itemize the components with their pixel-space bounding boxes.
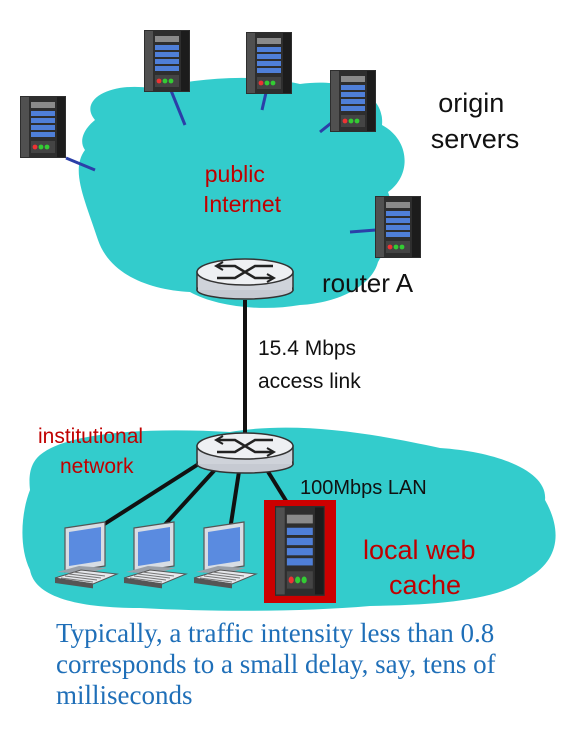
svg-text:institutional network: institutional network (38, 425, 149, 478)
public-internet-label-line2: Internet (203, 191, 282, 217)
caption-line-1: Typically, a traffic intensity less than… (56, 618, 495, 648)
origin-server-2-icon (144, 30, 190, 92)
origin-server-3-icon (246, 32, 292, 94)
svg-text:15.4 Mbps access link: 15.4 Mbps access link (258, 337, 362, 393)
institutional-network-label-line1: institutional (38, 425, 143, 448)
origin-server-5-icon (375, 196, 421, 258)
institutional-router-icon (195, 431, 295, 475)
access-link-label-line2: access link (258, 370, 361, 393)
caption-line-3: milliseconds (56, 680, 193, 710)
public-internet-label-line1: public (205, 161, 265, 187)
caption-line-2: corresponds to a small delay, say, tens … (56, 649, 496, 679)
local-cache-label-line1: local web (363, 535, 476, 565)
svg-text:origin servers: origin servers (431, 88, 520, 154)
lan-label: 100Mbps LAN (300, 477, 427, 499)
svg-text:local web cache: local web cache (363, 535, 483, 600)
network-diagram: origin servers public Internet router A … (20, 30, 556, 611)
origin-servers-label-line1: origin (438, 88, 504, 118)
svg-text:public Internet: public Internet (203, 161, 282, 217)
institutional-network-label-line2: network (60, 455, 134, 478)
access-link-label-line1: 15.4 Mbps (258, 337, 356, 360)
local-cache-server-icon (275, 506, 325, 596)
origin-servers-label-line2: servers (431, 124, 520, 154)
origin-server-1-icon (20, 96, 66, 158)
public-internet-cloud (78, 77, 405, 308)
caption-text: Typically, a traffic intensity less than… (56, 618, 566, 711)
router-a-icon (195, 257, 295, 301)
origin-server-4-icon (330, 70, 376, 132)
local-cache-label-line2: cache (389, 570, 461, 600)
router-a-label: router A (322, 268, 414, 298)
